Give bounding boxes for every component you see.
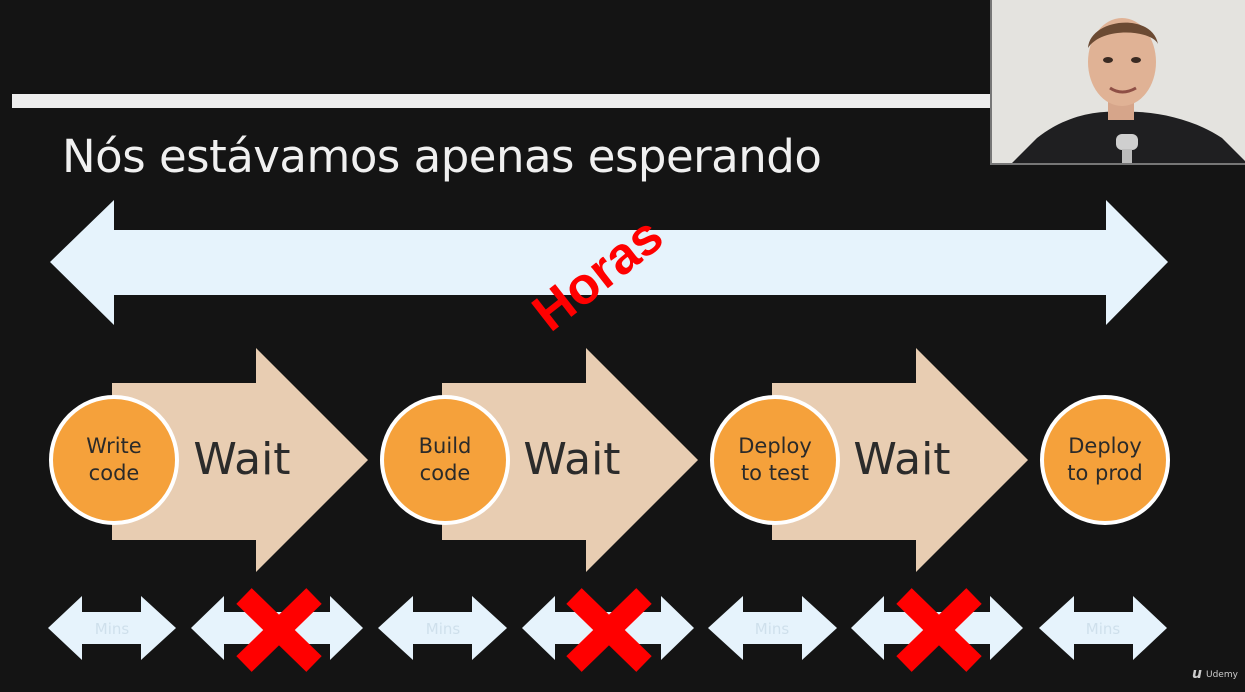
udemy-watermark: Udemy bbox=[1206, 670, 1238, 680]
red-x-icon bbox=[896, 588, 982, 672]
wait-arrow-3 bbox=[772, 348, 1028, 572]
svg-text:Mins: Mins bbox=[1086, 620, 1121, 638]
mins-arrow-3: Mins bbox=[708, 596, 837, 660]
step-label-deploy-to-test: Deploy to test bbox=[738, 434, 812, 485]
wait-label: Wait bbox=[523, 434, 620, 485]
presenter-image bbox=[992, 0, 1245, 163]
mins-arrow-1: Mins bbox=[48, 596, 176, 660]
svg-text:code: code bbox=[89, 461, 140, 485]
svg-text:code: code bbox=[420, 461, 471, 485]
slide-title: Nós estávamos apenas esperando bbox=[62, 130, 822, 183]
step-circle-build-code bbox=[380, 395, 510, 525]
wait-arrow-2 bbox=[442, 348, 698, 572]
svg-text:Build: Build bbox=[419, 434, 472, 458]
svg-text:to test: to test bbox=[741, 461, 809, 485]
wait-arrow-1 bbox=[112, 348, 368, 572]
svg-text:to prod: to prod bbox=[1067, 461, 1142, 485]
wait-label: Wait bbox=[853, 434, 950, 485]
step-circle-deploy-to-prod bbox=[1040, 395, 1170, 525]
red-x-icon bbox=[566, 588, 652, 672]
wait-label: Wait bbox=[193, 434, 290, 485]
red-x-icon bbox=[236, 588, 322, 672]
svg-text:Mins: Mins bbox=[426, 620, 461, 638]
timeline-arrow bbox=[50, 200, 1168, 325]
webcam-overlay bbox=[990, 0, 1245, 165]
svg-text:Mins: Mins bbox=[755, 620, 790, 638]
step-label-write-code: Write code bbox=[86, 434, 141, 485]
step-circle-write-code bbox=[49, 395, 179, 525]
udemy-logo-icon: u bbox=[1192, 666, 1202, 682]
svg-text:Write: Write bbox=[86, 434, 141, 458]
step-label-deploy-to-prod: Deploy to prod bbox=[1067, 434, 1142, 485]
mins-arrow-4: Mins bbox=[1039, 596, 1167, 660]
step-circle-deploy-to-test bbox=[710, 395, 840, 525]
header-rule bbox=[12, 94, 1002, 108]
svg-text:Mins: Mins bbox=[95, 620, 130, 638]
step-label-build-code: Build code bbox=[419, 434, 472, 485]
mins-arrow-2: Mins bbox=[378, 596, 507, 660]
svg-text:Deploy: Deploy bbox=[1068, 434, 1142, 458]
svg-text:Deploy: Deploy bbox=[738, 434, 812, 458]
